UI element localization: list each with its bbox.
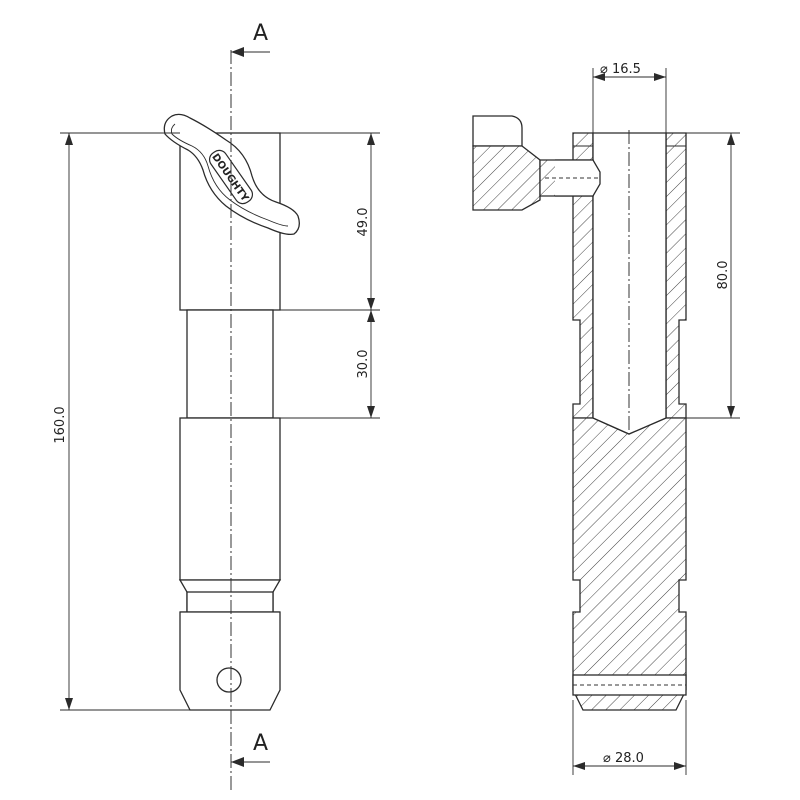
dimension-label-bore-depth: 80.0 — [716, 261, 731, 290]
dimension-label-overall: 160.0 — [53, 406, 68, 443]
section-right-wall — [665, 132, 687, 419]
dimension-label-outer: 28.0 — [615, 751, 644, 766]
bore — [592, 132, 667, 435]
section-solid-body — [572, 417, 687, 711]
diameter-symbol-bore: ⌀ — [600, 62, 608, 77]
dimension-label-top-section: 49.0 — [356, 208, 371, 237]
dimension-overall-length: 160.0 — [53, 132, 190, 711]
section-marker-bottom: A — [231, 731, 270, 767]
spigot-lower-body — [179, 417, 281, 581]
section-label-bottom: A — [253, 731, 268, 756]
dimension-label-neck: 30.0 — [356, 350, 371, 379]
diameter-symbol-outer: ⌀ — [603, 751, 611, 766]
section-label-top: A — [253, 21, 268, 46]
spigot-groove-core — [186, 591, 274, 613]
safety-pin-hole — [216, 667, 242, 693]
dimension-top-section: 49.0 — [280, 132, 380, 311]
section-marker-top: A — [231, 21, 270, 57]
dimension-label-bore: 16.5 — [612, 62, 641, 77]
dimension-bore-diameter: ⌀ 16.5 — [592, 62, 667, 133]
locking-screw — [472, 115, 601, 211]
dimension-neck: 30.0 — [273, 310, 380, 419]
dimension-outer-diameter: ⌀ 28.0 — [572, 700, 687, 775]
screw-handle-top — [472, 115, 523, 147]
spigot-neck — [186, 309, 274, 419]
dimension-bore-depth: 80.0 — [666, 132, 740, 419]
screw-handle-body — [472, 145, 541, 211]
spigot-tip — [179, 611, 281, 711]
t-handle-inner-outline — [170, 123, 289, 227]
section-view: ⌀ 16.5 80.0 ⌀ 28.0 — [472, 62, 740, 775]
screw-thread-outline — [555, 159, 601, 197]
side-view: DOUGHTY A A 160.0 — [53, 21, 380, 790]
